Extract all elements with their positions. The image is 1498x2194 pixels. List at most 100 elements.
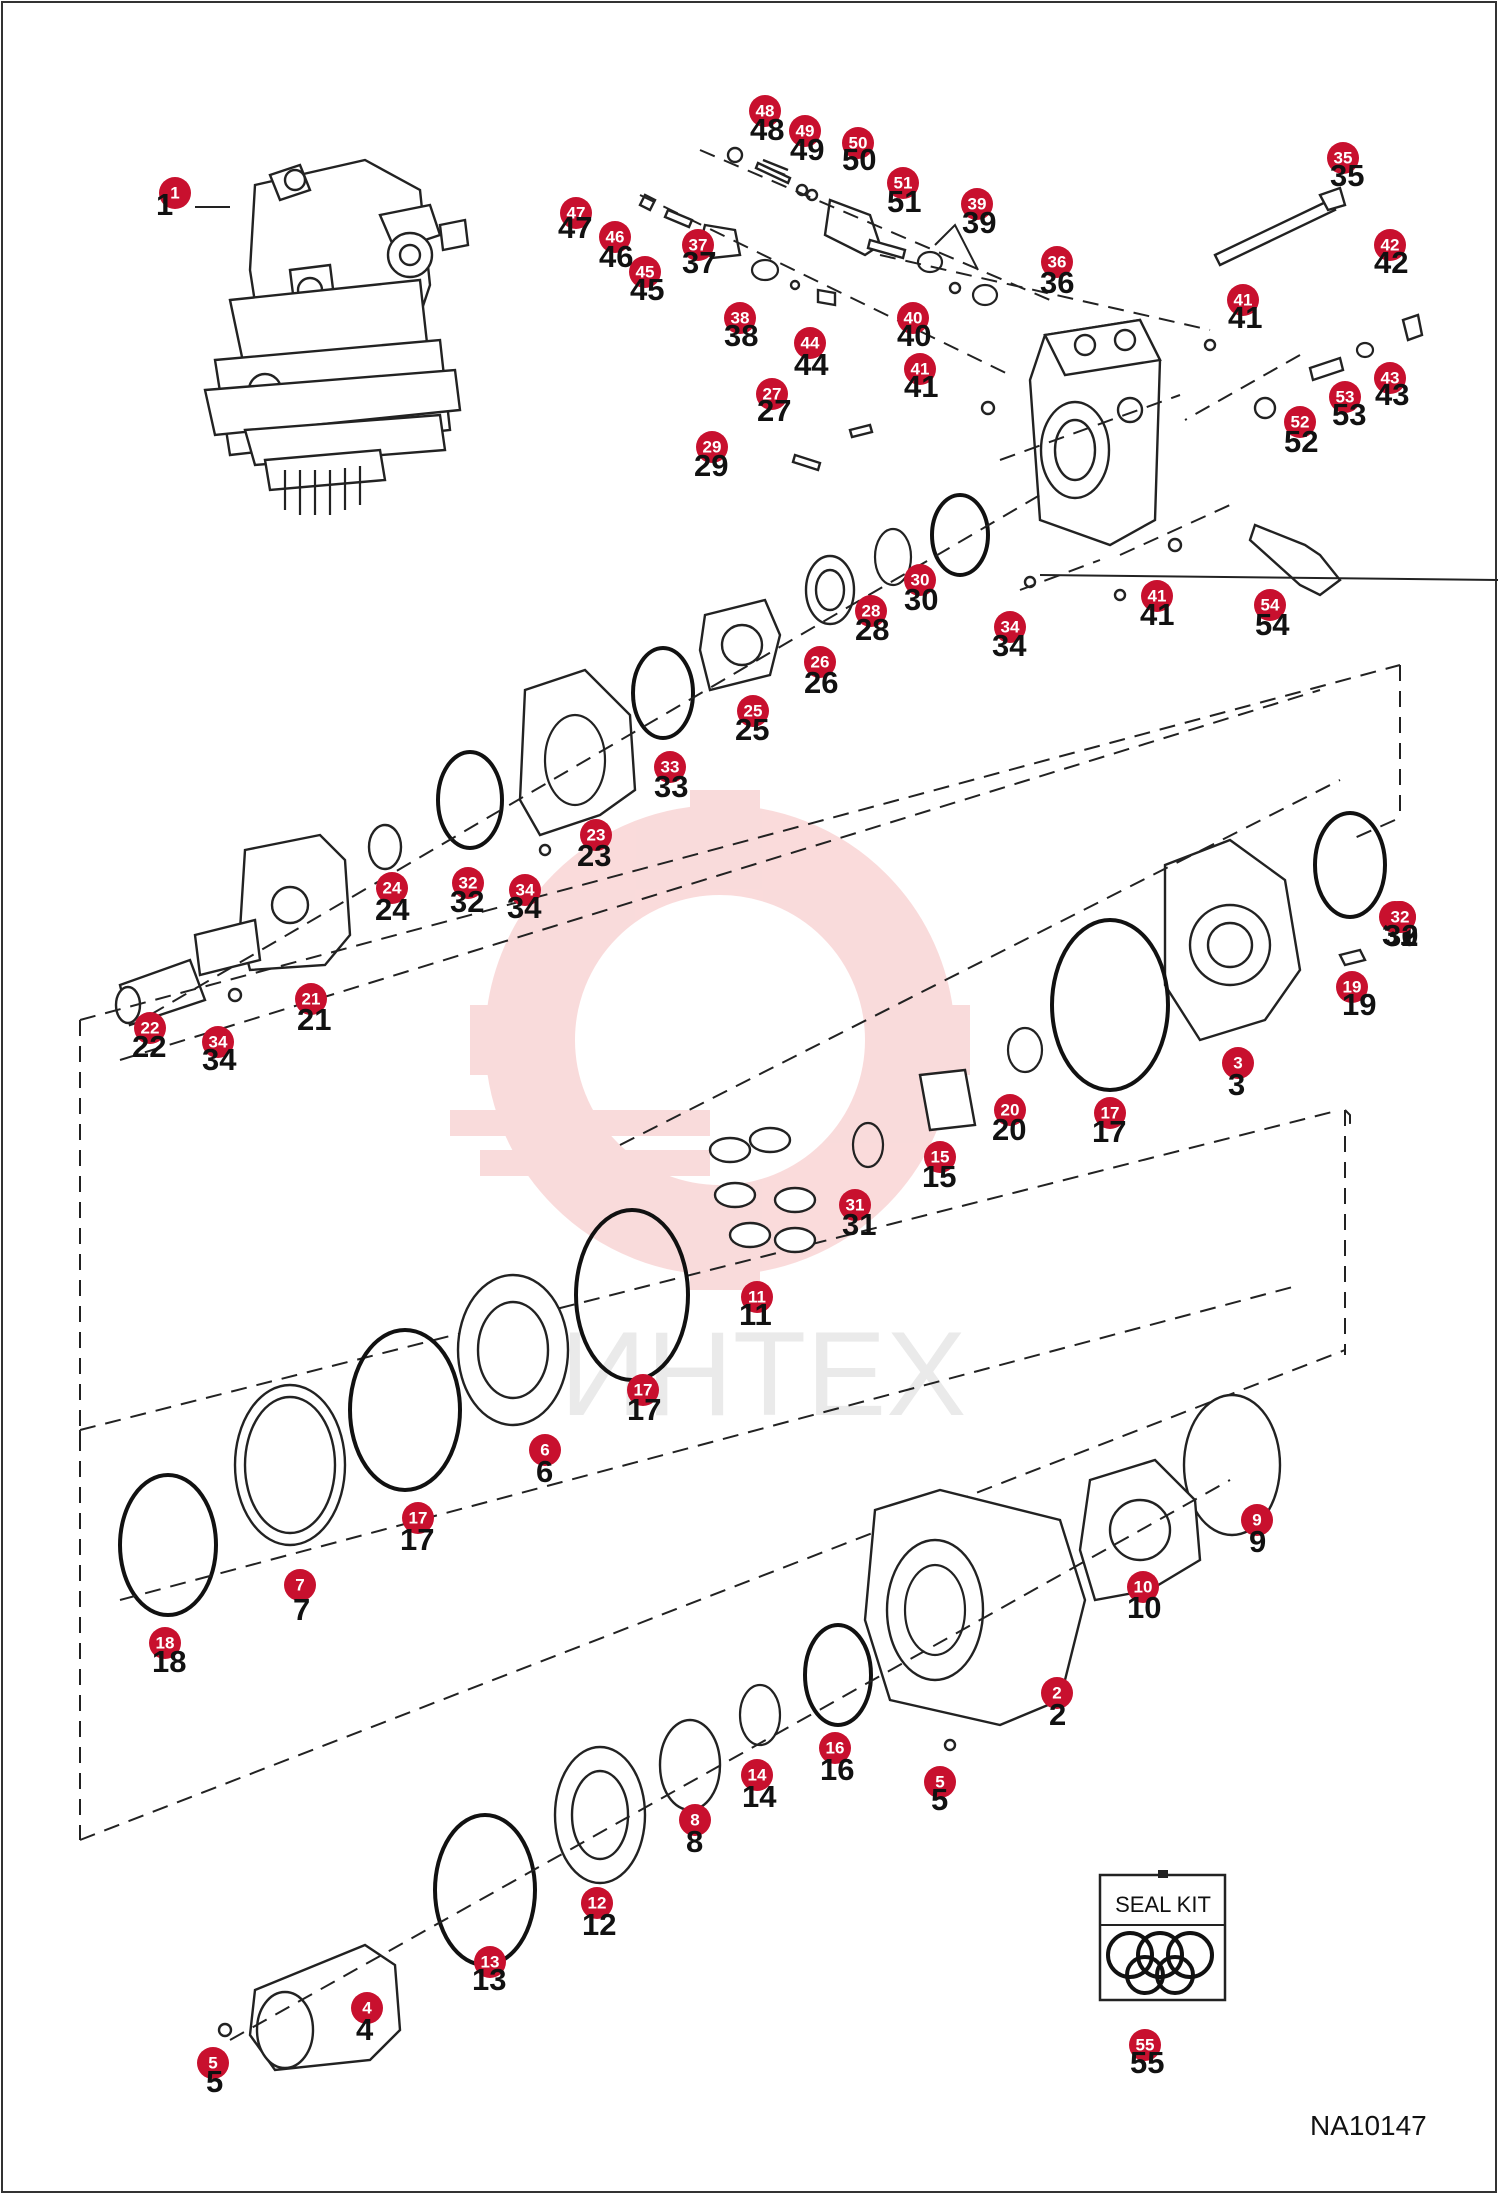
callout-badge-circle bbox=[1284, 406, 1316, 438]
callout-badge-number: 53 bbox=[1336, 388, 1355, 407]
callout-badge-number: 40 bbox=[904, 309, 923, 328]
callout-badge-circle bbox=[724, 302, 756, 334]
callout-badge-9: 9 bbox=[1241, 1504, 1273, 1536]
callout-number-45: 45 bbox=[630, 272, 664, 307]
callout-number-53: 53 bbox=[1332, 397, 1366, 432]
callout-badge-circle bbox=[580, 819, 612, 851]
callout-badge-number: 17 bbox=[409, 1509, 428, 1528]
callout-badge-circle bbox=[560, 197, 592, 229]
callout-badge-circle bbox=[629, 256, 661, 288]
callout-number-41c: 41 bbox=[1140, 597, 1174, 632]
callout-badge-22: 22 bbox=[134, 1012, 166, 1044]
callout-badge-14: 14 bbox=[741, 1759, 773, 1791]
callout-badge-circle bbox=[741, 1759, 773, 1791]
callout-badge-circle bbox=[654, 751, 686, 783]
callout-badge-number: 23 bbox=[587, 826, 606, 845]
callout-badge-12: 12 bbox=[581, 1887, 613, 1919]
callout-number-50: 50 bbox=[842, 142, 876, 177]
callout-number-17a: 17 bbox=[1092, 1114, 1126, 1149]
callout-number-27: 27 bbox=[757, 393, 791, 428]
callout-badge-44: 44 bbox=[794, 327, 826, 359]
callout-number-23: 23 bbox=[577, 838, 611, 873]
callout-number-7: 7 bbox=[293, 1592, 310, 1627]
callout-number-43: 43 bbox=[1375, 377, 1409, 412]
callout-badge-33: 33 bbox=[654, 751, 686, 783]
callout-badge-circle bbox=[994, 1094, 1026, 1126]
callout-badge-number: 33 bbox=[661, 758, 680, 777]
callout-badge-circle bbox=[994, 611, 1026, 643]
callout-number-19: 19 bbox=[1342, 987, 1376, 1022]
watermark-logo bbox=[450, 790, 970, 1290]
callout-badge-number: 9 bbox=[1252, 1511, 1261, 1530]
callout-badge-circle bbox=[1094, 1097, 1126, 1129]
callout-badge-5a: 5 bbox=[197, 2047, 229, 2079]
callout-badge-circle bbox=[1041, 246, 1073, 278]
callout-badge-number: 42 bbox=[1381, 236, 1400, 255]
callout-badge-circle bbox=[402, 1502, 434, 1534]
callout-number-17b: 17 bbox=[627, 1392, 661, 1427]
valve-axis-lines bbox=[639, 149, 1301, 591]
callout-badge-41b: 41 bbox=[1227, 284, 1259, 316]
callout-badge-circle bbox=[842, 127, 874, 159]
callout-badge-circle bbox=[1227, 284, 1259, 316]
callout-number-46: 46 bbox=[599, 239, 633, 274]
callout-badge-number: 24 bbox=[383, 879, 402, 898]
callout-layer: 1122334455556677889910101111121213131414… bbox=[132, 95, 1418, 2099]
callout-badge-circle bbox=[627, 1374, 659, 1406]
callout-badge-number: 19 bbox=[1343, 978, 1362, 997]
callout-number-39: 39 bbox=[962, 205, 996, 240]
callout-badge-17b: 17 bbox=[627, 1374, 659, 1406]
callout-number-38: 38 bbox=[724, 318, 758, 353]
callout-badge-6: 6 bbox=[529, 1434, 561, 1466]
callout-number-8: 8 bbox=[686, 1824, 703, 1859]
callout-number-44: 44 bbox=[794, 347, 829, 382]
callout-number-25: 25 bbox=[735, 712, 769, 747]
callout-badge-number: 34 bbox=[209, 1033, 228, 1052]
motor-assembly bbox=[195, 158, 470, 515]
callout-number-15: 15 bbox=[922, 1159, 956, 1194]
callout-badge-number: 41 bbox=[911, 360, 930, 379]
callout-badge-8: 8 bbox=[679, 1804, 711, 1836]
callout-badge-41a: 41 bbox=[904, 353, 936, 385]
callout-badge-3: 3 bbox=[1222, 1047, 1254, 1079]
diagram-code: NA10147 bbox=[1310, 2110, 1427, 2141]
assembly-frame-lines bbox=[79, 664, 1401, 1841]
callout-number-34a: 34 bbox=[202, 1042, 237, 1077]
callout-badge-circle bbox=[159, 177, 191, 209]
callout-number-35: 35 bbox=[1330, 158, 1364, 193]
callout-badge-circle bbox=[599, 221, 631, 253]
callout-badge-54: 54 bbox=[1254, 589, 1286, 621]
callout-badge-number: 31 bbox=[846, 1196, 865, 1215]
callout-number-5a: 5 bbox=[206, 2064, 223, 2099]
callout-badge-circle bbox=[509, 874, 541, 906]
callout-badge-number: 32 bbox=[459, 874, 478, 893]
callout-badge-19: 19 bbox=[1336, 971, 1368, 1003]
callout-badge-13: 13 bbox=[474, 1946, 506, 1978]
callout-badge-26: 26 bbox=[804, 646, 836, 678]
callout-number-55: 55 bbox=[1130, 2045, 1164, 2080]
callout-badge-circle bbox=[452, 867, 484, 899]
callout-badge-number: 37 bbox=[689, 236, 708, 255]
callout-badge-number: 35 bbox=[1334, 149, 1353, 168]
callout-badge-circle bbox=[904, 353, 936, 385]
callout-badge-24: 24 bbox=[376, 872, 408, 904]
callout-number-48: 48 bbox=[750, 112, 784, 147]
lower-axis-lines bbox=[119, 689, 1341, 2041]
callout-badge-number: 10 bbox=[1134, 1578, 1153, 1597]
callout-badge-number: 21 bbox=[302, 990, 321, 1009]
callout-badge-number: 26 bbox=[811, 653, 830, 672]
callout-badge-27: 27 bbox=[756, 378, 788, 410]
callout-number-32b: 32 bbox=[1384, 918, 1418, 953]
valve-block bbox=[1028, 318, 1162, 547]
callout-badge-21: 21 bbox=[295, 983, 327, 1015]
callout-badge-36: 36 bbox=[1041, 246, 1073, 278]
callout-badge-4: 4 bbox=[351, 1992, 383, 2024]
callout-number-18: 18 bbox=[152, 1644, 186, 1679]
callout-number-14: 14 bbox=[742, 1779, 777, 1814]
callout-number-47: 47 bbox=[558, 210, 592, 245]
callout-badge-number: 36 bbox=[1048, 253, 1067, 272]
callout-number-11: 11 bbox=[739, 1297, 772, 1332]
callout-badge-circle bbox=[376, 872, 408, 904]
callout-number-37: 37 bbox=[682, 245, 716, 280]
